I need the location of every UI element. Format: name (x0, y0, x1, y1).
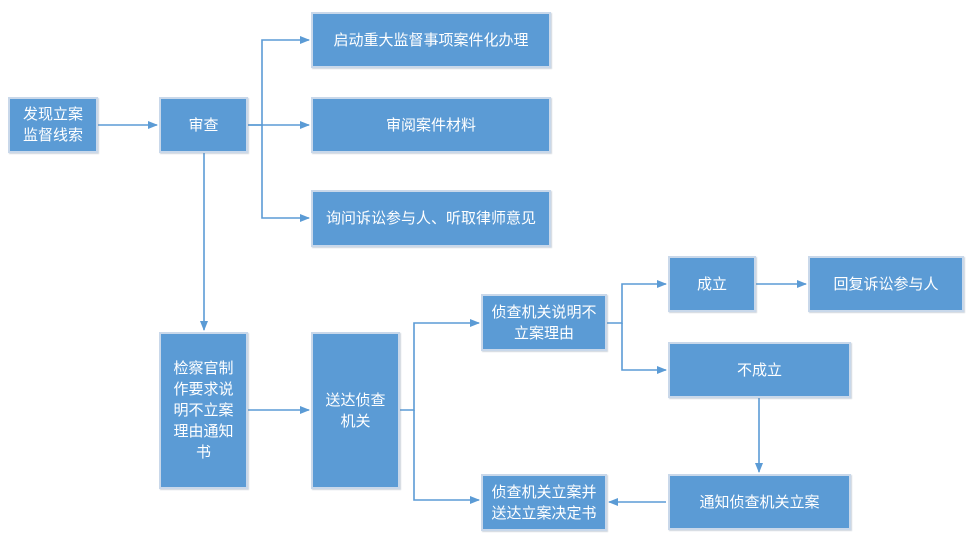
node-reason-label: 侦查机关说明不立案理由 (491, 302, 597, 342)
node-reason: 侦查机关说明不立案理由 (481, 294, 607, 351)
node-review-label: 审查 (188, 115, 219, 134)
node-review: 审查 (159, 97, 248, 153)
node-read-materials-label: 审阅案件材料 (385, 115, 476, 134)
node-discover: 发现立案监督线索 (8, 97, 98, 153)
node-explain-notice: 检察官制作要求说明不立案理由通知书 (159, 332, 248, 489)
node-discover-label: 发现立案监督线索 (22, 105, 83, 144)
edge-reason-established (607, 280, 667, 324)
node-deliver: 送达侦查机关 (311, 332, 400, 489)
edge-deliver-file-deliver (413, 410, 480, 504)
node-file-deliver-label: 侦查机关立案并送达立案决定书 (491, 482, 597, 522)
node-start-case: 启动重大监督事项案件化办理 (311, 12, 551, 68)
edge-review-inquire (261, 125, 310, 222)
node-not-established-label: 不成立 (736, 360, 782, 379)
node-notify-file: 通知侦查机关立案 (668, 474, 851, 530)
node-explain-notice-label: 检察官制作要求说明不立案理由通知书 (173, 359, 234, 461)
node-not-established: 不成立 (668, 342, 851, 398)
node-inquire: 询问诉讼参与人、听取律师意见 (311, 190, 551, 247)
node-read-materials: 审阅案件材料 (311, 97, 551, 153)
node-file-deliver: 侦查机关立案并送达立案决定书 (481, 474, 607, 531)
node-reply-label: 回复诉讼参与人 (833, 274, 939, 293)
node-start-case-label: 启动重大监督事项案件化办理 (333, 30, 529, 49)
node-notify-file-label: 通知侦查机关立案 (699, 492, 820, 511)
edge-deliver-reason (400, 319, 480, 411)
node-established-label: 成立 (696, 274, 727, 293)
node-inquire-label: 询问诉讼参与人、听取律师意见 (325, 209, 536, 227)
node-reply: 回复诉讼参与人 (808, 256, 964, 312)
node-established: 成立 (668, 256, 756, 312)
node-deliver-label: 送达侦查机关 (325, 390, 386, 430)
edge-review-start-case (248, 36, 310, 126)
edge-reason-not-established (621, 323, 667, 374)
